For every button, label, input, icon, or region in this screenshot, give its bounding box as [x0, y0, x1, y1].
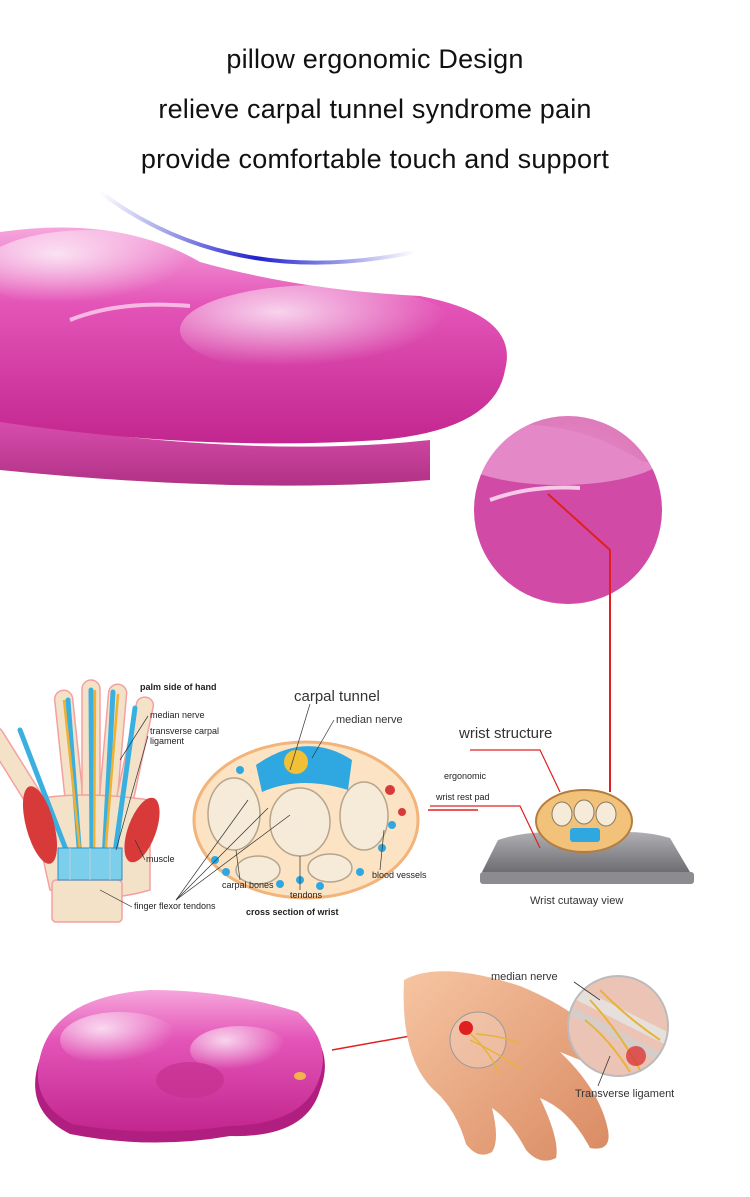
hand-photo-illustration — [403, 971, 609, 1161]
section-leader-lines — [175, 703, 385, 901]
blue-swoosh — [98, 190, 416, 265]
zoom-circle — [470, 412, 666, 608]
headline-line-2: relieve carpal tunnel syndrome pain — [158, 94, 592, 124]
label-transverse-ligament: Transverse ligament — [575, 1088, 674, 1100]
label-wrist-cutaway-caption: Wrist cutaway view — [530, 895, 623, 907]
label-muscle: muscle — [146, 854, 175, 864]
label-tendons: tendons — [290, 890, 323, 900]
photo-leader-lines — [573, 981, 611, 1087]
label-palm-side: palm side of hand — [140, 682, 217, 692]
label-transverse-carpal-2: ligament — [150, 736, 185, 746]
label-median-nerve-section: median nerve — [336, 714, 403, 726]
label-carpal-tunnel: carpal tunnel — [294, 688, 380, 705]
label-wrist-structure: wrist structure — [458, 725, 552, 742]
pointer-line-zoom — [547, 493, 611, 792]
gel-pad-large — [0, 227, 507, 486]
wrist-cutaway-view — [480, 789, 694, 884]
hand-anatomy-diagram — [0, 679, 160, 923]
label-median-nerve-hand: median nerve — [150, 710, 205, 720]
hand-leader-lines — [99, 715, 149, 908]
magnified-lens — [567, 975, 669, 1077]
label-cross-section-caption: cross section of wrist — [246, 907, 339, 917]
label-wrist-rest-pad: wrist rest pad — [435, 792, 490, 802]
wrist-view-leader-lines — [430, 749, 561, 849]
wrist-cross-section — [192, 740, 420, 900]
label-carpal-bones: carpal bones — [222, 880, 274, 890]
headline-line-1: pillow ergonomic Design — [226, 44, 524, 74]
label-transverse-carpal-1: transverse carpal — [150, 726, 219, 736]
label-blood-vessels: blood vessels — [372, 870, 427, 880]
label-finger-flexor: finger flexor tendons — [134, 901, 216, 911]
label-ergonomic: ergonomic — [444, 771, 487, 781]
label-median-nerve-photo: median nerve — [491, 971, 558, 983]
gel-pad-small — [35, 990, 325, 1143]
headline-line-3: provide comfortable touch and support — [140, 144, 610, 174]
